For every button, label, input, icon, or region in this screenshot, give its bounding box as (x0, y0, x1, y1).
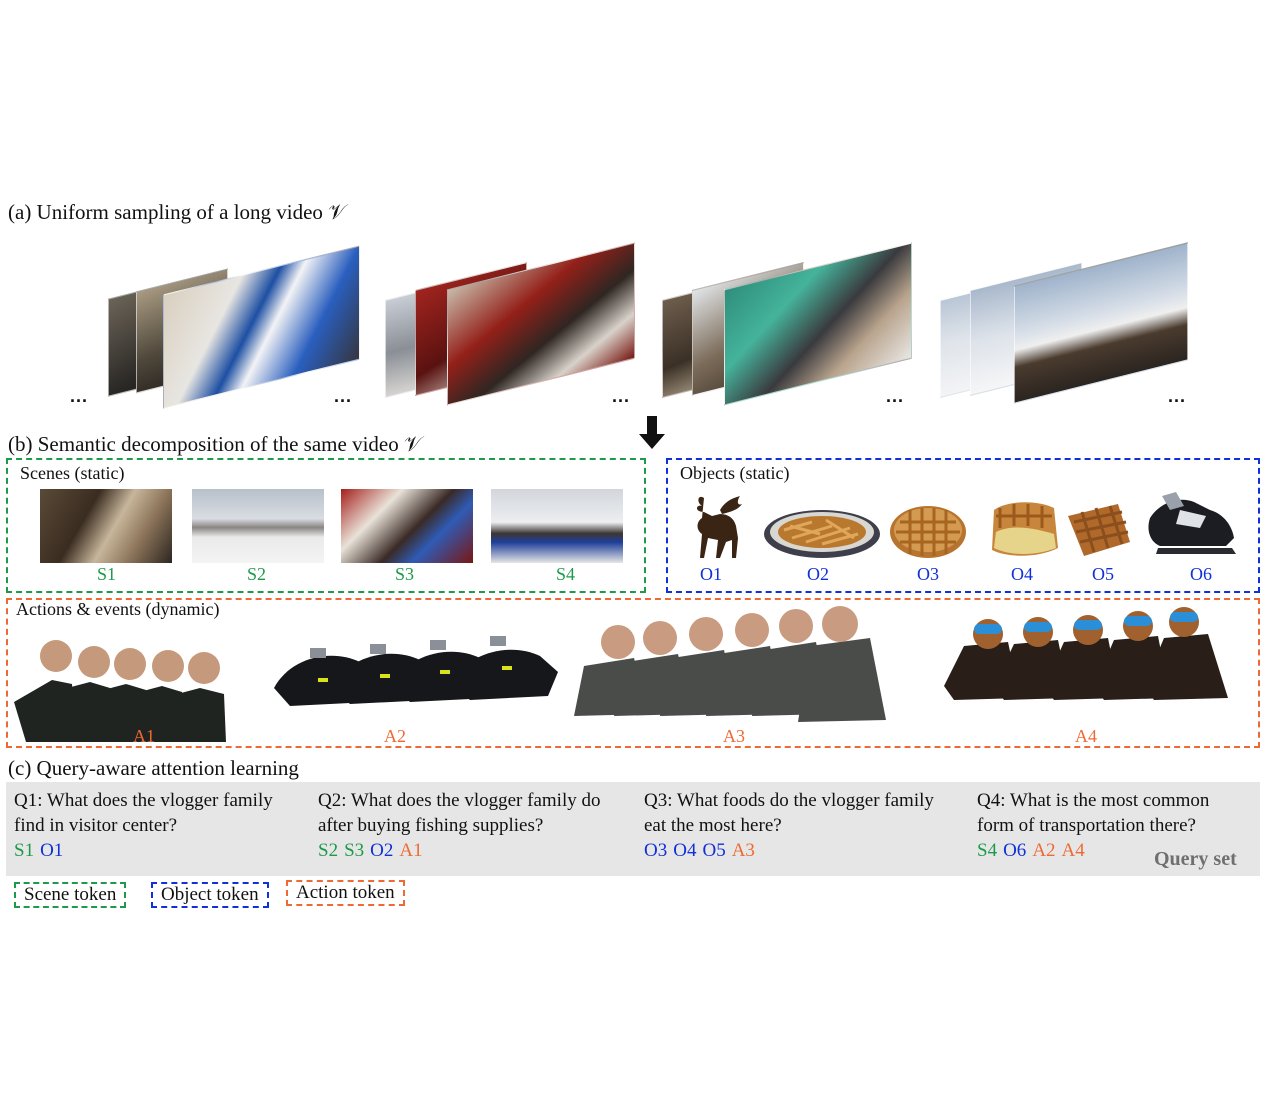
query-token: A4 (1061, 840, 1085, 861)
scene-label-s4: S4 (556, 564, 576, 584)
ellipsis: ... (334, 386, 353, 406)
object-label-o4: O4 (1011, 564, 1033, 584)
ellipsis: ... (886, 386, 905, 406)
action-figures-a2 (274, 636, 558, 706)
query-text: Q2: What does the vlogger family do (318, 790, 601, 811)
section-c-title: (c) Query-aware attention learning (8, 756, 299, 780)
ellipsis: ... (612, 386, 631, 406)
object-label-o2: O2 (807, 564, 829, 584)
scene-label-s3: S3 (395, 564, 415, 584)
frame-stack-3 (662, 236, 912, 406)
scene-image-s4 (491, 489, 623, 563)
query-token: A1 (399, 840, 423, 861)
query-text: find in visitor center? (14, 815, 178, 836)
query-token: S3 (344, 840, 365, 861)
video-frame (447, 242, 635, 406)
object-label-o3: O3 (917, 564, 939, 584)
query-text: form of transportation there? (977, 815, 1196, 836)
scenes-title: Scenes (static) (20, 463, 125, 483)
waffle-icon (992, 502, 1058, 556)
legend-label: Scene token (24, 884, 117, 905)
frame-stack-1 (108, 236, 360, 409)
action-figures-a1 (14, 640, 226, 742)
scene-image-s2 (192, 489, 324, 563)
object-label-o1: O1 (700, 564, 722, 584)
section-a-title: (a) Uniform sampling of a long video 𝒱 (8, 200, 346, 224)
action-figures-a3 (574, 606, 886, 722)
query-token: O2 (370, 840, 394, 861)
query-token: O4 (673, 840, 697, 861)
query-token: S2 (318, 840, 339, 861)
fries-icon (764, 510, 880, 558)
legend-object-token: Object token (151, 882, 269, 908)
waffle-icon (1068, 504, 1130, 556)
actions-title: Actions & events (dynamic) (16, 599, 220, 619)
query-q1: Q1: What does the vlogger family find in… (14, 788, 273, 863)
query-token: O1 (40, 840, 64, 861)
objects-box (666, 458, 1260, 593)
video-frame (163, 245, 360, 409)
query-set-panel (6, 782, 1260, 876)
query-token: O5 (702, 840, 726, 861)
action-label-a3: A3 (723, 726, 745, 746)
waffle-icon (890, 506, 966, 558)
object-label-o6: O6 (1190, 564, 1212, 584)
query-text: Q4: What is the most common (977, 790, 1210, 811)
query-text: after buying fishing supplies? (318, 815, 544, 836)
scene-label-s2: S2 (247, 564, 267, 584)
section-b-title: (b) Semantic decomposition of the same v… (8, 432, 422, 456)
scene-image-s3 (341, 489, 473, 563)
snowmobile-icon (1148, 492, 1236, 554)
query-token: S4 (977, 840, 998, 861)
frame-stack-2 (385, 236, 635, 406)
action-label-a4: A4 (1075, 726, 1097, 746)
moose-icon (697, 496, 742, 558)
legend-label: Object token (161, 884, 259, 905)
query-q4: Q4: What is the most common form of tran… (977, 788, 1209, 863)
scenes-box (6, 458, 646, 593)
query-q2: Q2: What does the vlogger family do afte… (318, 788, 600, 863)
actions-box (6, 598, 1260, 748)
objects-title: Objects (static) (680, 463, 790, 483)
action-label-a2: A2 (384, 726, 406, 746)
legend-label: Action token (296, 882, 395, 903)
query-token: S1 (14, 840, 35, 861)
query-token: A3 (731, 840, 755, 861)
action-figures-a4 (944, 607, 1228, 700)
query-token: O3 (644, 840, 668, 861)
scene-label-s1: S1 (97, 564, 117, 584)
down-arrow-icon (639, 416, 665, 449)
legend-action-token: Action token (286, 880, 405, 906)
query-set-label: Query set (1154, 848, 1237, 870)
video-frame (724, 242, 912, 406)
video-frame (1014, 242, 1188, 404)
frame-stack-4 (940, 236, 1190, 404)
query-token: O6 (1003, 840, 1027, 861)
ellipsis: ... (1168, 386, 1187, 406)
query-text: eat the most here? (644, 815, 782, 836)
query-text: Q1: What does the vlogger family (14, 790, 273, 811)
scene-image-s1 (40, 489, 172, 563)
ellipsis: ... (70, 386, 89, 406)
object-label-o5: O5 (1092, 564, 1114, 584)
action-label-a1: A1 (133, 726, 155, 746)
query-text: Q3: What foods do the vlogger family (644, 790, 934, 811)
query-token: A2 (1032, 840, 1056, 861)
legend-scene-token: Scene token (14, 882, 127, 908)
query-q3: Q3: What foods do the vlogger family eat… (644, 788, 934, 863)
